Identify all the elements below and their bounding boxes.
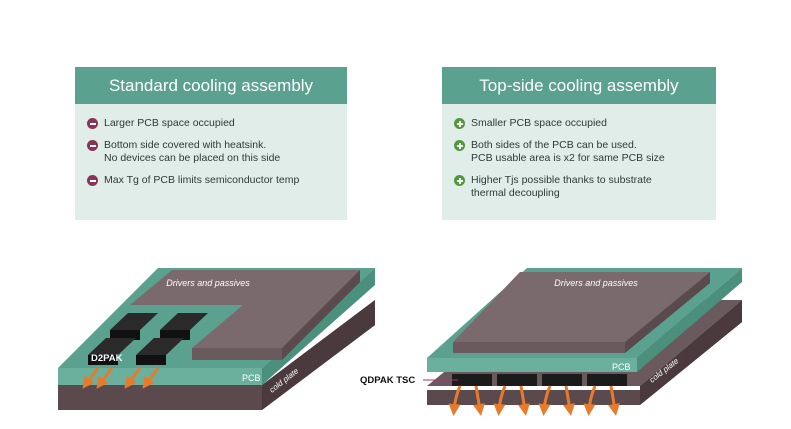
list-item: Larger PCB space occupied [87,117,337,130]
left-pcb-label: PCB [242,373,261,383]
list-item-text: Both sides of the PCB can be used. PCB u… [471,139,665,164]
list-item: Smaller PCB space occupied [454,117,706,130]
minus-icon [87,175,98,186]
qdpak-chip [497,374,537,386]
d2pak-chip [136,338,184,365]
list-item: Both sides of the PCB can be used. PCB u… [454,139,706,165]
right-pcb-label: PCB [612,362,631,372]
left-drivers-block [130,270,360,360]
left-heat-arrows [82,367,160,389]
standard-cooling-diagram: Drivers and passives D2PAK PCB cold plat… [58,268,375,410]
plus-icon [454,175,465,186]
top-side-cooling-title: Top-side cooling assembly [442,67,716,104]
qdpak-chip [452,374,492,386]
left-coldplate [58,300,375,410]
top-side-cooling-panel: Top-side cooling assembly Smaller PCB sp… [442,67,716,220]
d2pak-chip [110,313,158,340]
d2pak-label: D2PAK [91,353,123,364]
list-item: Max Tg of PCB limits semiconductor temp [87,174,337,187]
list-item-text: Larger PCB space occupied [104,117,235,129]
list-item-text: Higher Tjs possible thanks to substrate … [471,174,652,199]
standard-cooling-panel: Standard cooling assembly Larger PCB spa… [75,67,347,220]
standard-cooling-title: Standard cooling assembly [75,67,347,104]
top-side-cooling-diagram: Drivers and passives PCB cold plate QDPA… [360,268,742,416]
list-item-text: Max Tg of PCB limits semiconductor temp [104,174,300,186]
list-item-text: Smaller PCB space occupied [471,117,607,129]
qdpak-chip [542,374,582,386]
right-drivers-block [453,272,710,353]
list-item: Bottom side covered with heatsink. No de… [87,139,337,165]
top-side-cooling-list: Smaller PCB space occupied Both sides of… [442,104,716,200]
standard-cooling-list: Larger PCB space occupied Bottom side co… [75,104,347,187]
plus-icon [454,140,465,151]
qdpak-label: QDPAK TSC [360,375,415,386]
d2pak-chip [88,338,136,365]
list-item-text: Bottom side covered with heatsink. No de… [104,139,281,164]
plus-icon [454,118,465,129]
list-item: Higher Tjs possible thanks to substrate … [454,174,706,200]
left-drivers-label: Drivers and passives [166,278,250,288]
minus-icon [87,118,98,129]
minus-icon [87,140,98,151]
right-heat-arrows [448,385,620,416]
qdpak-chip [587,374,627,386]
d2pak-chip [160,313,208,340]
right-drivers-label: Drivers and passives [554,278,638,288]
